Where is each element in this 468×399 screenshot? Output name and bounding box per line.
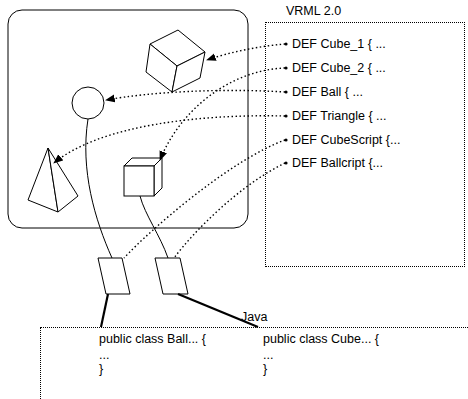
code-line: ... xyxy=(263,348,273,363)
def-line: DEF Ballcript {... xyxy=(292,156,383,171)
code-line: public class Cube... { xyxy=(263,332,379,347)
box-heading: VRML 2.0 xyxy=(286,4,341,19)
vrml-source-box: VRML 2.0DEF Cube_1 { ...DEF Cube_2 { ...… xyxy=(265,22,465,267)
def-line: DEF Ball { ... xyxy=(292,85,363,100)
def-line: DEF Cube_1 { ... xyxy=(292,37,386,52)
code-line: public class Ball... { xyxy=(99,332,206,347)
cube-2-shape xyxy=(124,158,162,196)
pyramid-shape xyxy=(28,148,78,212)
script-node xyxy=(155,258,188,294)
cube-1-shape xyxy=(146,30,205,92)
def-line: DEF Cube_2 { ... xyxy=(292,61,386,76)
leader-dots xyxy=(284,42,287,164)
def-line: DEF Triangle { ... xyxy=(292,109,386,124)
box-heading: Java xyxy=(241,310,267,325)
scene-frame xyxy=(8,10,248,228)
cube-script-wire xyxy=(140,196,168,258)
ball-script-wire xyxy=(86,119,112,258)
java-source-box: Javapublic class Ball... {...}public cla… xyxy=(40,327,468,399)
code-line: ... xyxy=(99,348,109,363)
script-node xyxy=(98,258,130,294)
class-link xyxy=(101,294,108,327)
code-line: } xyxy=(263,362,267,377)
code-line: } xyxy=(99,362,103,377)
ball-shape xyxy=(72,87,104,119)
def-line: DEF CubeScript {... xyxy=(292,133,400,148)
def-leaders xyxy=(54,44,285,258)
